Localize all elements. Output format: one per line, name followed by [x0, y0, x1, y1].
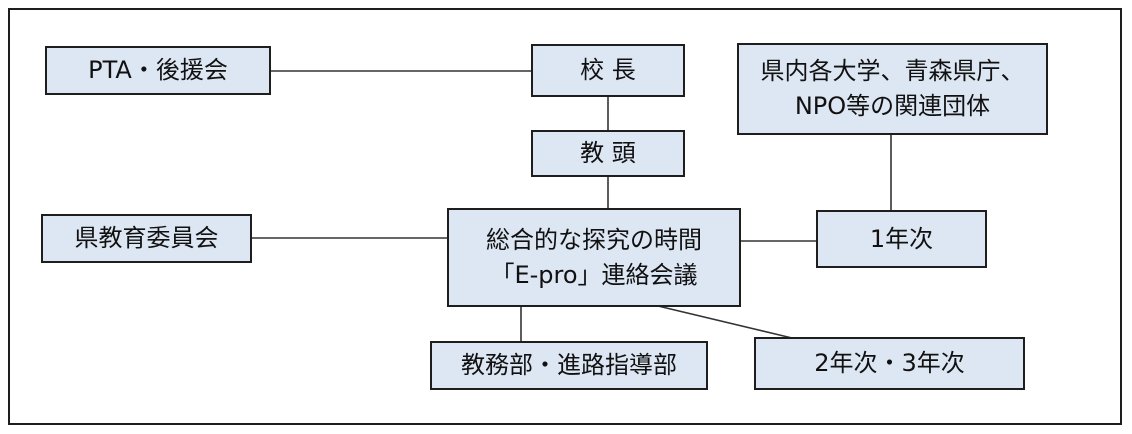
academic-dept-box: 教務部・進路指導部 [430, 341, 708, 390]
vice-principal-box: 教 頭 [531, 130, 685, 177]
prefecture-board-box: 県教育委員会 [41, 214, 252, 263]
link-epro-second-third-year [657, 305, 793, 339]
first-year-box: 1年次 [816, 210, 987, 268]
universities-box: 県内各大学、青森県庁、 NPO等の関連団体 [737, 43, 1048, 135]
second-third-year-box: 2年次・3年次 [754, 337, 1025, 390]
principal-box: 校 長 [531, 44, 685, 97]
pta-box: PTA・後援会 [45, 46, 271, 95]
epro-council-box: 総合的な探究の時間 「E-pro」連絡会議 [447, 208, 741, 307]
